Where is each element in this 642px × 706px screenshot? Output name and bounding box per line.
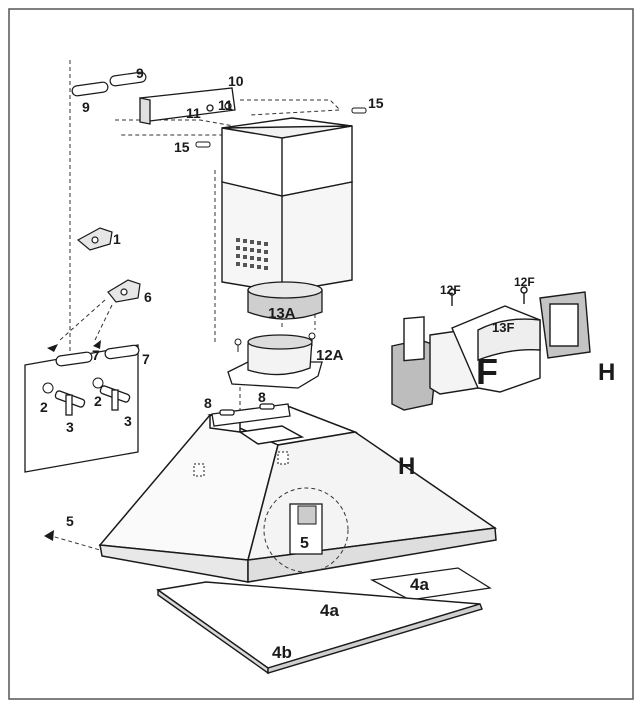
label-part-5-arrow: 5 bbox=[66, 513, 74, 529]
dowels-9 bbox=[71, 71, 147, 97]
screws-15 bbox=[195, 107, 367, 148]
dowels-7 bbox=[55, 344, 140, 367]
label-part-15-right: 15 bbox=[368, 95, 384, 111]
chimney-vent-grille bbox=[236, 238, 268, 270]
canopy-mount-points bbox=[193, 451, 289, 477]
label-part-12f-right: 12F bbox=[514, 275, 535, 289]
diagram-border bbox=[8, 8, 634, 700]
label-part-2-right: 2 bbox=[94, 393, 102, 409]
wall-plugs bbox=[42, 377, 104, 394]
label-part-4b: 4b bbox=[272, 643, 292, 662]
label-part-4a-right: 4a bbox=[410, 575, 429, 594]
label-part-8-right: 8 bbox=[258, 389, 266, 405]
arrowheads bbox=[44, 340, 101, 541]
lower-chimney bbox=[221, 181, 353, 293]
label-part-4a-left: 4a bbox=[320, 601, 339, 620]
duct-collar bbox=[247, 281, 323, 320]
detail-callout bbox=[263, 487, 349, 573]
label-part-10: 10 bbox=[228, 73, 244, 89]
label-part-3-left: 3 bbox=[66, 419, 74, 435]
label-part-5-detail: 5 bbox=[300, 535, 309, 552]
screws-12a bbox=[234, 332, 316, 352]
upper-chimney bbox=[221, 117, 353, 197]
label-part-13f: 13F bbox=[492, 320, 514, 335]
label-part-11-left: 11 bbox=[186, 105, 201, 121]
hood-canopy bbox=[98, 404, 498, 583]
label-f-box: F bbox=[476, 351, 498, 392]
wall-brackets bbox=[54, 385, 131, 416]
label-part-7-left: 7 bbox=[92, 347, 100, 363]
bottom-plate bbox=[156, 581, 483, 675]
label-part-13a: 13A bbox=[268, 305, 296, 322]
mounting-rail bbox=[211, 403, 291, 427]
label-part-11-right: 11 bbox=[218, 97, 233, 113]
label-part-1: 1 bbox=[113, 231, 121, 247]
label-part-8-left: 8 bbox=[204, 395, 212, 411]
ceiling-bracket bbox=[139, 87, 236, 125]
label-part-3-right: 3 bbox=[124, 413, 132, 429]
label-part-6: 6 bbox=[144, 289, 152, 305]
clip-parts bbox=[76, 227, 141, 303]
carbon-filter-assembly bbox=[391, 286, 591, 411]
label-h-hood: H bbox=[398, 453, 415, 480]
label-part-2-left: 2 bbox=[40, 399, 48, 415]
label-part-7-right: 7 bbox=[142, 351, 150, 367]
label-part-9-bottom: 9 bbox=[82, 99, 90, 115]
label-part-15-left: 15 bbox=[174, 139, 190, 155]
label-part-12f-left: 12F bbox=[440, 283, 461, 297]
adapter-12a bbox=[227, 334, 323, 389]
label-part-9-top: 9 bbox=[136, 65, 144, 81]
wall-plate bbox=[24, 344, 139, 473]
label-h-filter: H bbox=[598, 359, 615, 386]
label-part-12a: 12A bbox=[316, 347, 344, 364]
